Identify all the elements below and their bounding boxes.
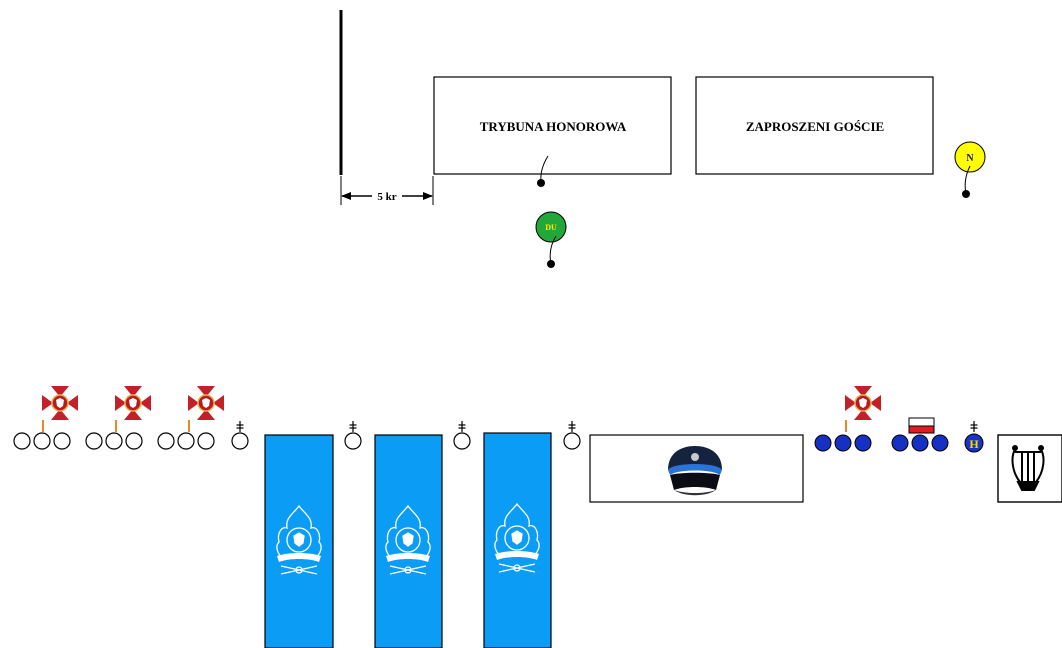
commander-pin-dot — [547, 260, 555, 268]
band-box — [997, 434, 1062, 503]
flag-icon-1 — [41, 385, 79, 433]
guests-stand-label: ZAPROSZENI GOŚCIE — [746, 119, 884, 134]
leader-icon-3 — [453, 420, 471, 450]
band-leader-label: H — [969, 437, 979, 451]
member-circle — [125, 432, 143, 450]
leader-icon-1 — [231, 420, 249, 450]
flag-icon-3 — [187, 385, 225, 433]
honor-stand-label: TRYBUNA HONOROWA — [480, 119, 627, 134]
member-circle — [33, 432, 51, 450]
member-circle-blue — [911, 434, 929, 452]
band-leader-marker — [964, 421, 984, 453]
commander-marker — [535, 211, 567, 243]
member-circle — [13, 432, 31, 450]
member-circle — [85, 432, 103, 450]
guests-stand-box — [695, 76, 934, 175]
uniform-cap-icon — [668, 446, 722, 496]
member-circle-blue — [931, 434, 949, 452]
member-circle — [105, 432, 123, 450]
commander-marker-label: DU — [545, 223, 557, 232]
host-marker — [954, 141, 986, 173]
member-circle — [197, 432, 215, 450]
member-circle — [177, 432, 195, 450]
member-circle-blue — [891, 434, 909, 452]
flag-icon-4 — [844, 385, 882, 433]
host-marker-label: N — [966, 153, 974, 164]
leader-icon-2 — [344, 420, 362, 450]
member-circle — [53, 432, 71, 450]
member-circle-blue — [854, 434, 872, 452]
member-circle-blue — [834, 434, 852, 452]
lyre-icon — [1011, 445, 1045, 491]
polish-flag-icon — [908, 417, 935, 434]
flag-icon-2 — [114, 385, 152, 433]
member-circle-blue — [814, 434, 832, 452]
honor-stand-box — [433, 76, 672, 175]
distance-label: 5 kr — [377, 191, 396, 203]
honor-pin-dot — [537, 179, 545, 187]
host-pin-dot — [962, 190, 970, 198]
member-circle — [157, 432, 175, 450]
leader-icon-4 — [563, 420, 581, 450]
